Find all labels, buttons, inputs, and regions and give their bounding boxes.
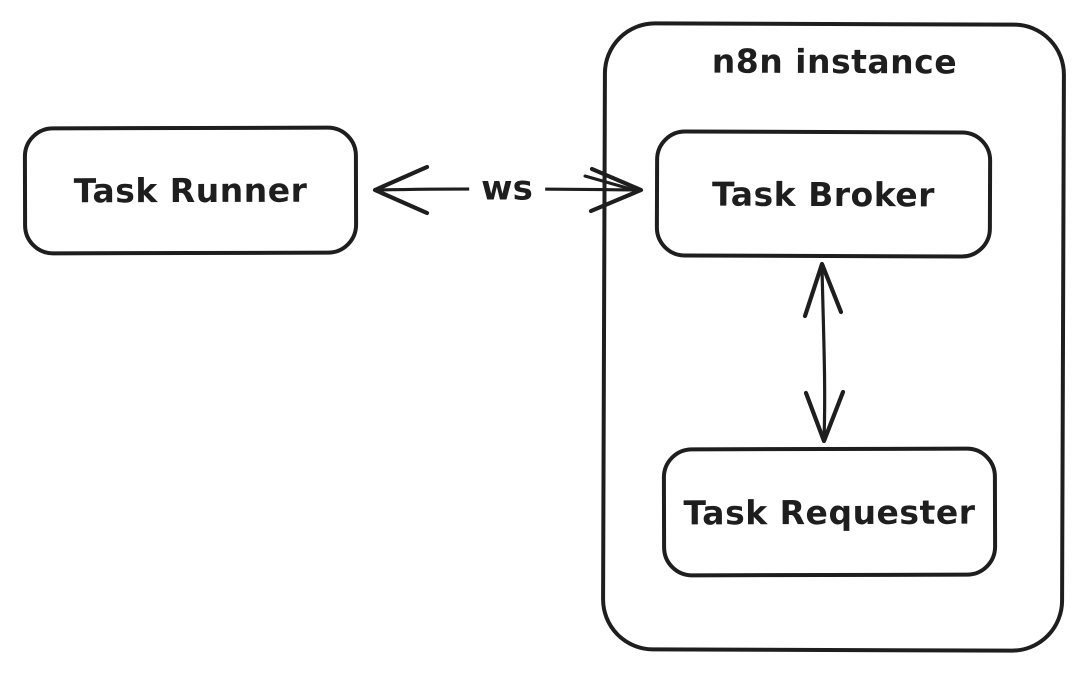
task-broker-label: Task Broker — [711, 174, 936, 214]
task-runner-label: Task Runner — [73, 170, 308, 211]
node-task-broker: Task Broker — [654, 129, 993, 259]
node-task-requester: Task Requester — [661, 446, 998, 578]
ws-edge-label: ws — [469, 168, 545, 209]
task-requester-label: Task Requester — [683, 492, 976, 532]
node-task-runner: Task Runner — [22, 125, 359, 256]
n8n-instance-label: n8n instance — [711, 41, 958, 82]
